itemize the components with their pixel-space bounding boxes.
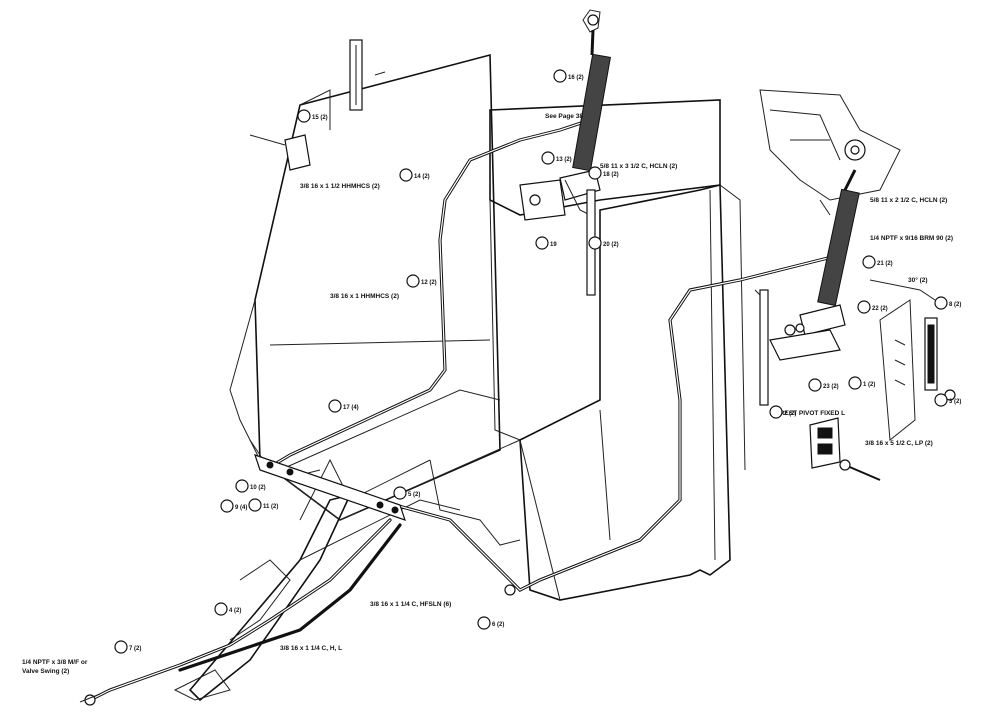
callout-15: 15 (2)	[297, 109, 328, 123]
label-angle-30: 30° (2)	[908, 276, 928, 284]
label-fitting-2-line2: Valve Swing (2)	[22, 668, 69, 675]
top-left-bracket	[349, 39, 386, 111]
callout-19: 19	[535, 236, 557, 250]
callout-10: 10 (2)	[235, 479, 266, 493]
callout-12: 12 (2)	[406, 274, 437, 288]
hydraulic-hoses	[88, 118, 842, 702]
svg-text:23 (2): 23 (2)	[823, 384, 839, 390]
svg-text:11 (2): 11 (2)	[263, 504, 278, 510]
floor-frame	[249, 389, 521, 546]
label-bolt-6: 3/8 16 x 1 1/4 C, HFSLN (6)	[370, 601, 451, 608]
callout-2: 2 (2)	[769, 405, 796, 419]
svg-text:18 (2): 18 (2)	[603, 172, 619, 178]
left-plate	[249, 134, 311, 171]
svg-text:3 (2): 3 (2)	[949, 399, 961, 405]
svg-text:13 (2): 13 (2)	[556, 157, 572, 163]
right-handle-bracket	[924, 317, 956, 401]
left-side-panel	[229, 53, 501, 521]
svg-text:2 (2): 2 (2)	[784, 411, 796, 417]
svg-text:14 (2): 14 (2)	[414, 174, 430, 180]
callout-4: 4 (2)	[214, 602, 241, 616]
label-bolt-7: 3/8 16 x 1 1/4 C, H, L	[280, 645, 342, 652]
svg-text:19: 19	[550, 242, 557, 248]
callout-8: 8 (2)	[934, 296, 961, 310]
callout-23: 23 (2)	[808, 378, 839, 392]
callout-20: 20 (2)	[588, 236, 619, 250]
label-bolt-2: 3/8 16 x 1 HHMHCS (2)	[330, 293, 399, 300]
label-rest-pivot: (2) REST PIVOT FIXED L	[770, 410, 845, 417]
callout-11: 11 (2)	[248, 498, 278, 512]
svg-text:12 (2): 12 (2)	[421, 280, 437, 286]
svg-text:20 (2): 20 (2)	[603, 242, 619, 248]
svg-text:6 (2): 6 (2)	[492, 622, 504, 628]
label-bolt-5: 3/8 16 x 5 1/2 C, LP (2)	[865, 440, 933, 447]
callout-16: 16 (2)	[553, 69, 584, 83]
rest-pivot-bracket	[754, 289, 841, 406]
label-bolt-4: 5/8 11 x 2 1/2 C, HCLN (2)	[870, 197, 947, 204]
callout-14: 14 (2)	[399, 168, 430, 182]
label-see-page: See Page 38	[545, 113, 583, 120]
callout-22: 22 (2)	[857, 300, 888, 314]
svg-text:4 (2): 4 (2)	[229, 608, 241, 614]
label-bolt-1: 3/8 16 x 1 1/2 HHMHCS (2)	[300, 183, 380, 190]
tongue-hitch	[173, 493, 461, 702]
label-bolt-3: 5/8 11 x 3 1/2 C, HCLN (2)	[600, 163, 677, 170]
right-hydraulic-cylinder	[799, 169, 860, 336]
label-fitting-1: 1/4 NPTF x 9/16 BRM 90 (2)	[870, 235, 953, 242]
svg-text:7 (2): 7 (2)	[129, 646, 141, 652]
callout-21: 21 (2)	[862, 255, 893, 269]
svg-text:10 (2): 10 (2)	[250, 485, 266, 491]
callout-9: 9 (4)	[220, 499, 247, 513]
svg-text:8 (2): 8 (2)	[949, 302, 961, 308]
svg-text:22 (2): 22 (2)	[872, 306, 888, 312]
callout-1: 1 (2)	[848, 376, 875, 390]
right-bracket-frame	[869, 279, 936, 441]
svg-text:16 (2): 16 (2)	[568, 75, 584, 81]
svg-text:15 (2): 15 (2)	[312, 115, 328, 121]
svg-text:21 (2): 21 (2)	[877, 261, 893, 267]
callout-5: 5 (2)	[393, 486, 420, 500]
callout-3: 3 (2)	[934, 393, 961, 407]
svg-text:17 (4): 17 (4)	[343, 405, 359, 411]
svg-text:9 (4): 9 (4)	[235, 505, 247, 511]
callout-17: 17 (4)	[328, 399, 359, 413]
top-right-machine-frame	[759, 89, 901, 216]
callout-13: 13 (2)	[541, 151, 572, 165]
hose-manifold	[254, 454, 406, 521]
hose-end-fittings	[79, 584, 516, 706]
callout-7: 7 (2)	[114, 640, 141, 654]
callout-6: 6 (2)	[477, 616, 504, 630]
svg-text:5 (2): 5 (2)	[408, 492, 420, 498]
center-bracket	[519, 179, 596, 296]
valve-block	[809, 417, 881, 481]
callout-18: 18 (2)	[588, 166, 619, 180]
label-fitting-2-line1: 1/4 NPTF x 3/8 M/F or	[22, 659, 88, 666]
svg-text:1 (2): 1 (2)	[863, 382, 875, 388]
center-panel	[489, 99, 721, 441]
